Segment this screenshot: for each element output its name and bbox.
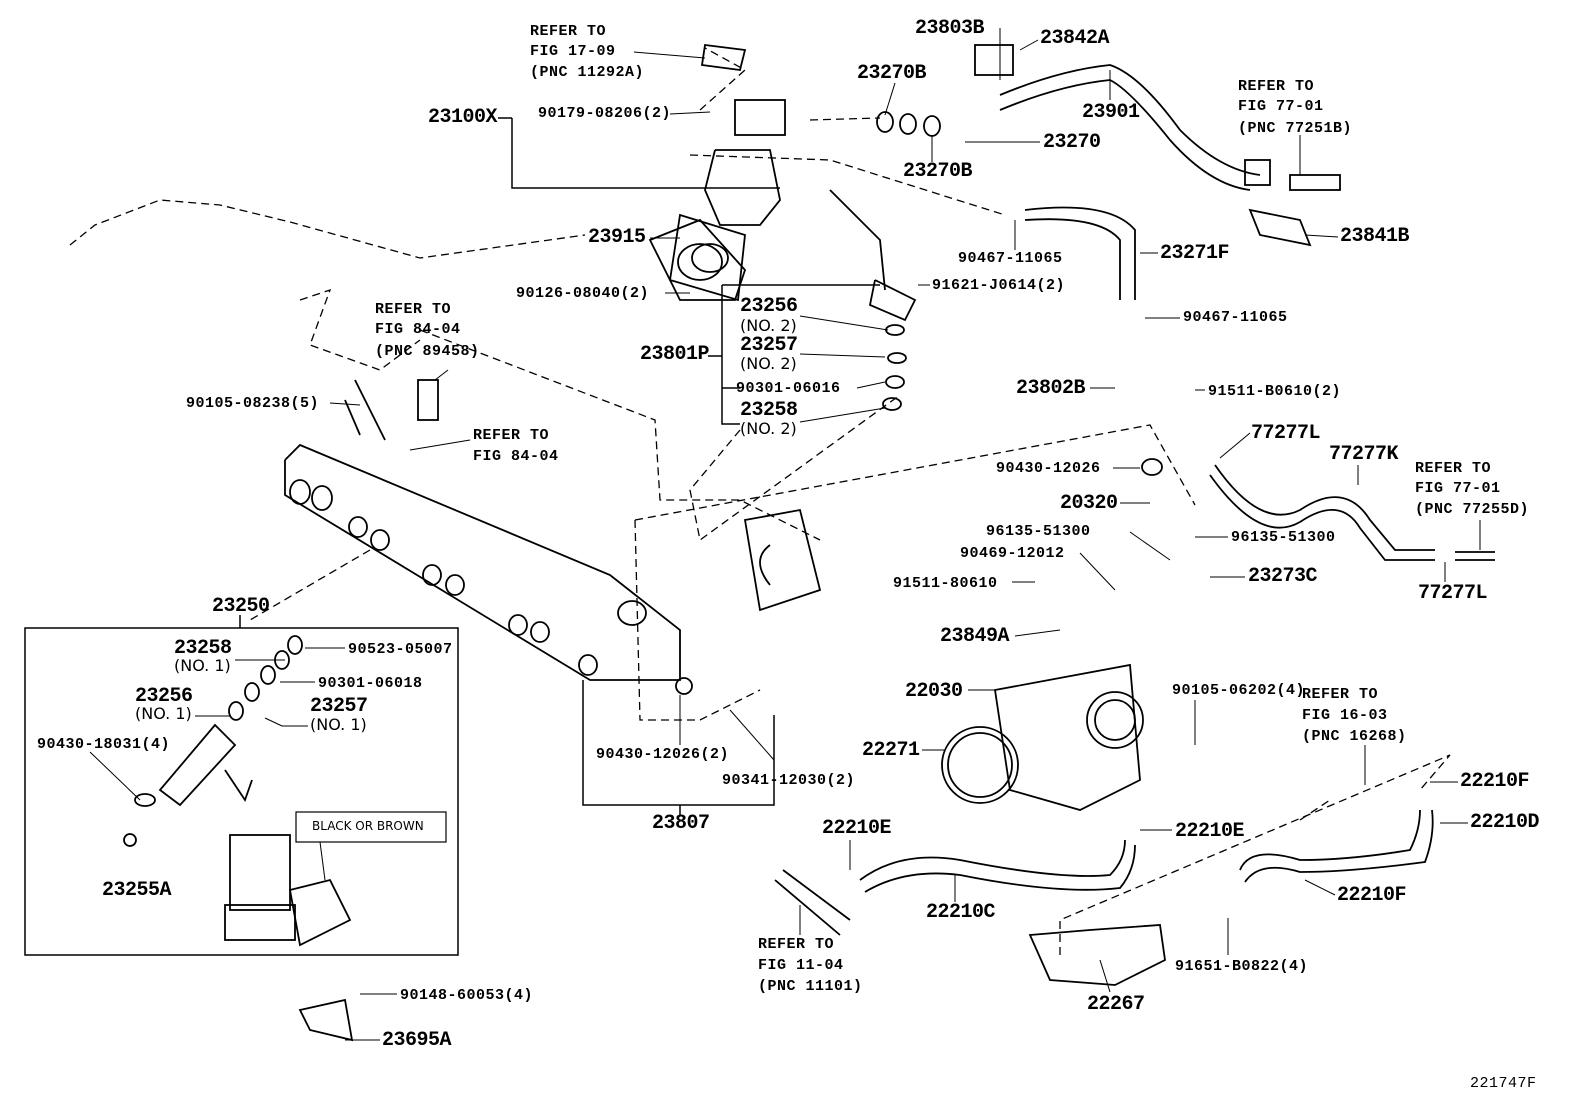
part-label[interactable]: 90341-12030(2)	[722, 772, 856, 789]
part-label[interactable]: 23270B	[857, 62, 927, 85]
part-label[interactable]: 90523-05007	[348, 641, 453, 658]
part-label[interactable]: 23841B	[1340, 225, 1410, 248]
part-label[interactable]: 23901	[1082, 101, 1140, 124]
part-label[interactable]: 91511-80610	[893, 575, 998, 592]
part-label[interactable]: 90301-06016	[736, 380, 841, 397]
reference-note: REFER TO	[530, 23, 607, 40]
reference-note[interactable]: FIG 17-09	[530, 43, 616, 60]
part-label[interactable]: 22210E	[822, 817, 892, 840]
part-label[interactable]: 77277L	[1251, 422, 1321, 445]
part-label[interactable]: 90430-12026	[996, 460, 1101, 477]
part-label[interactable]: 23801P	[640, 343, 710, 366]
reference-note: (PNC 77251B)	[1238, 120, 1353, 137]
part-label[interactable]: 91511-B0610(2)	[1208, 383, 1342, 400]
part-label[interactable]: 22030	[905, 680, 963, 703]
part-label[interactable]: 77277L	[1418, 582, 1488, 605]
reference-note[interactable]: FIG 11-04	[758, 957, 844, 974]
part-label[interactable]: 22267	[1087, 993, 1145, 1016]
part-label[interactable]: 90148-60053(4)	[400, 987, 534, 1004]
reference-note: REFER TO	[473, 427, 550, 444]
part-qualifier: (NO. 1)	[310, 715, 367, 734]
part-label[interactable]: 22210E	[1175, 820, 1245, 843]
part-label[interactable]: 91651-B0822(4)	[1175, 958, 1309, 975]
reference-note: (PNC 11101)	[758, 978, 863, 995]
diagram-code: 221747F	[1470, 1075, 1537, 1092]
part-label[interactable]: 90467-11065	[958, 250, 1063, 267]
part-label[interactable]: 90126-08040(2)	[516, 285, 650, 302]
note-box	[295, 811, 447, 843]
part-label[interactable]: 23915	[588, 226, 646, 249]
part-label[interactable]: 23849A	[940, 625, 1010, 648]
part-label[interactable]: 23258	[740, 399, 798, 422]
reference-note[interactable]: FIG 77-01	[1415, 480, 1501, 497]
reference-note: REFER TO	[375, 301, 452, 318]
part-label[interactable]: 23270	[1043, 131, 1101, 154]
part-label[interactable]: 22271	[862, 739, 920, 762]
part-label[interactable]: 23271F	[1160, 242, 1230, 265]
part-label[interactable]: 23807	[652, 812, 710, 835]
reference-note[interactable]: FIG 84-04	[473, 448, 559, 465]
part-label[interactable]: 23256	[740, 295, 798, 318]
reference-note: (PNC 11292A)	[530, 64, 645, 81]
part-label[interactable]: 90301-06018	[318, 675, 423, 692]
part-label[interactable]: 23258	[174, 637, 232, 660]
reference-note: REFER TO	[1302, 686, 1379, 703]
part-label[interactable]: 90430-18031(4)	[37, 736, 171, 753]
part-qualifier: (NO. 2)	[740, 354, 797, 373]
part-label[interactable]: 22210F	[1337, 884, 1407, 907]
part-qualifier: (NO. 1)	[174, 656, 231, 675]
part-label[interactable]: 22210F	[1460, 770, 1530, 793]
part-qualifier: (NO. 2)	[740, 316, 797, 335]
reference-note: REFER TO	[758, 936, 835, 953]
part-label[interactable]: 23257	[740, 334, 798, 357]
part-label[interactable]: 96135-51300	[1231, 529, 1336, 546]
part-label[interactable]: 90467-11065	[1183, 309, 1288, 326]
part-label[interactable]: 23695A	[382, 1029, 452, 1052]
reference-note[interactable]: FIG 16-03	[1302, 707, 1388, 724]
part-qualifier: (NO. 1)	[135, 704, 192, 723]
part-label[interactable]: 23256	[135, 685, 193, 708]
part-label[interactable]: 22210D	[1470, 811, 1540, 834]
part-label[interactable]: 23250	[212, 595, 270, 618]
injector-color-note: BLACK OR BROWN	[312, 819, 424, 833]
part-label[interactable]: 90105-06202(4)	[1172, 682, 1306, 699]
part-label[interactable]: 23100X	[428, 106, 498, 129]
part-label[interactable]: 20320	[1060, 492, 1118, 515]
part-label[interactable]: 90179-08206(2)	[538, 105, 672, 122]
reference-note: (PNC 16268)	[1302, 728, 1407, 745]
part-label[interactable]: 90430-12026(2)	[596, 746, 730, 763]
part-label[interactable]: 90105-08238(5)	[186, 395, 320, 412]
part-label[interactable]: 23255A	[102, 879, 172, 902]
part-label[interactable]: 90469-12012	[960, 545, 1065, 562]
part-label[interactable]: 23803B	[915, 17, 985, 40]
reference-note: REFER TO	[1238, 78, 1315, 95]
part-label[interactable]: 22210C	[926, 901, 996, 924]
part-qualifier: (NO. 2)	[740, 419, 797, 438]
part-label[interactable]: 96135-51300	[986, 523, 1091, 540]
reference-note: REFER TO	[1415, 460, 1492, 477]
injector-assembly-box	[24, 627, 459, 956]
part-label[interactable]: 23273C	[1248, 565, 1318, 588]
part-label[interactable]: 23257	[310, 695, 368, 718]
reference-note[interactable]: FIG 77-01	[1238, 98, 1324, 115]
part-label[interactable]: 77277K	[1329, 443, 1399, 466]
reference-note: (PNC 77255D)	[1415, 501, 1530, 518]
part-label[interactable]: 23270B	[903, 160, 973, 183]
reference-note[interactable]: FIG 84-04	[375, 321, 461, 338]
part-label[interactable]: 23842A	[1040, 27, 1110, 50]
part-label[interactable]: 23802B	[1016, 377, 1086, 400]
part-label[interactable]: 91621-J0614(2)	[932, 277, 1066, 294]
reference-note: (PNC 89458)	[375, 343, 480, 360]
